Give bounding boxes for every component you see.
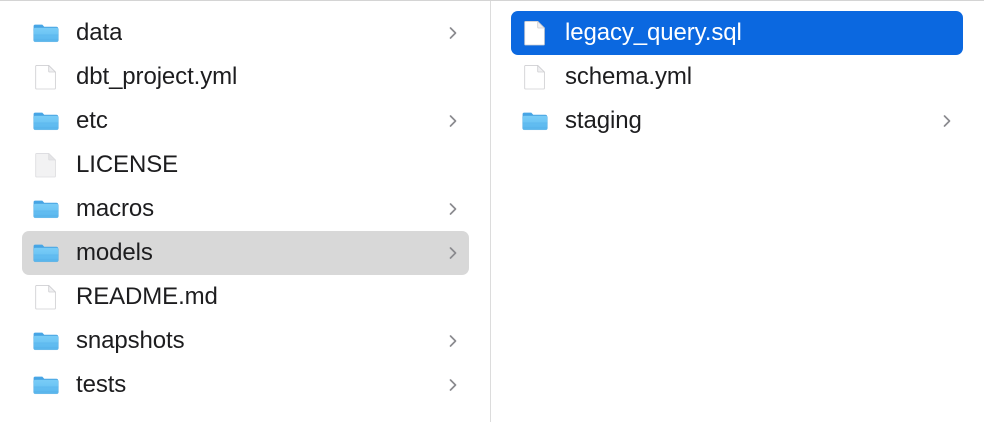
document-icon [32,283,60,311]
finder-column-models-folder-column[interactable]: legacy_query.sql schema.yml [491,1,984,422]
item-label: LICENSE [76,151,179,178]
file-row[interactable]: legacy_query.sql [511,11,963,55]
disclosure-chevron-icon[interactable] [446,243,460,263]
file-row[interactable]: README.md [22,275,469,319]
folder-row[interactable]: models [22,231,469,275]
disclosure-chevron-icon[interactable] [446,375,460,395]
folder-icon [521,107,549,135]
folder-row[interactable]: etc [22,99,469,143]
folder-icon [32,371,60,399]
disclosure-chevron-icon[interactable] [446,111,460,131]
item-label: snapshots [76,327,185,354]
plain-document-icon [32,151,60,179]
item-label: models [76,239,153,266]
item-label: data [76,19,123,46]
item-label: schema.yml [565,63,693,90]
file-list: data dbt_project.yml [0,11,490,407]
disclosure-chevron-icon[interactable] [446,331,460,351]
item-label: legacy_query.sql [565,19,742,46]
folder-row[interactable]: snapshots [22,319,469,363]
item-label: tests [76,371,127,398]
folder-icon [32,239,60,267]
item-label: staging [565,107,642,134]
item-label: dbt_project.yml [76,63,238,90]
folder-row[interactable]: staging [511,99,963,143]
file-list: legacy_query.sql schema.yml [491,11,984,143]
document-icon [521,19,549,47]
document-icon [32,63,60,91]
item-label: README.md [76,283,218,310]
document-icon [521,63,549,91]
folder-icon [32,327,60,355]
file-row[interactable]: dbt_project.yml [22,55,469,99]
file-row[interactable]: LICENSE [22,143,469,187]
folder-icon [32,195,60,223]
disclosure-chevron-icon[interactable] [940,111,954,131]
folder-icon [32,19,60,47]
folder-row[interactable]: tests [22,363,469,407]
disclosure-chevron-icon[interactable] [446,23,460,43]
folder-icon [32,107,60,135]
disclosure-chevron-icon[interactable] [446,199,460,219]
item-label: etc [76,107,108,134]
file-row[interactable]: schema.yml [511,55,963,99]
folder-row[interactable]: macros [22,187,469,231]
finder-column-project-root-column[interactable]: data dbt_project.yml [0,1,491,422]
item-label: macros [76,195,155,222]
folder-row[interactable]: data [22,11,469,55]
